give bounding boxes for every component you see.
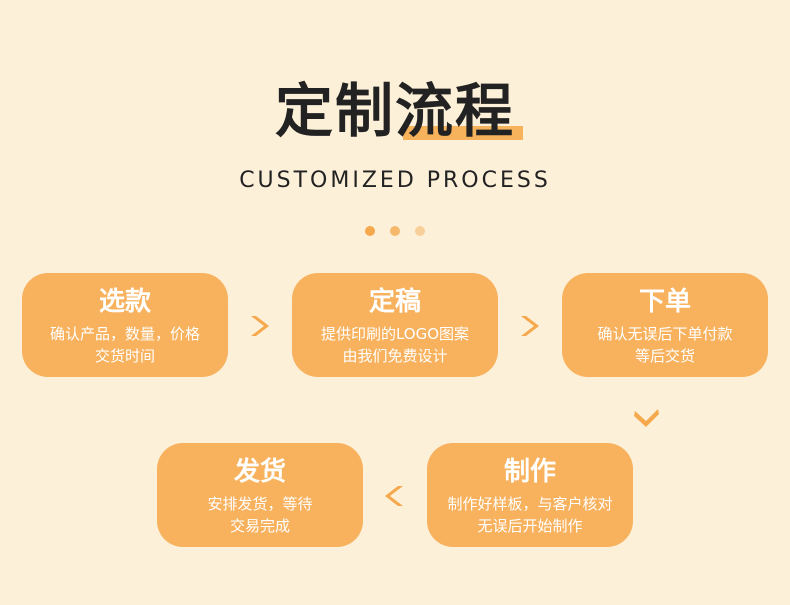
chevron-down-icon [634,409,659,427]
dot-1 [365,226,375,236]
page-title-text: 定制流程 [274,77,515,145]
step-desc-line2: 交易完成 [229,517,290,535]
step-card-order: 下单 确认无误后下单付款 等后交货 [562,273,768,377]
chevron-left-icon [385,486,403,506]
dot-3 [415,226,425,236]
step-title: 发货 [233,457,286,487]
decorative-dots [0,226,790,238]
step-title: 下单 [638,287,691,317]
step-desc-line1: 制作好样板，与客户核对 [447,495,613,513]
step-desc-line2: 无误后开始制作 [477,517,583,535]
step-desc-line2: 交货时间 [94,347,155,365]
page-title: 定制流程 [274,76,523,146]
step-desc-line1: 安排发货，等待 [207,495,313,513]
step-desc-line1: 确认无误后下单付款 [597,325,733,343]
step-title: 制作 [503,457,556,487]
dot-2 [390,226,400,236]
chevron-right-icon [251,316,269,336]
step-title: 定稿 [368,287,421,317]
chevron-right-icon [521,316,539,336]
step-desc-line2: 由我们免费设计 [342,347,448,365]
page-subtitle: CUSTOMIZED PROCESS [239,168,551,193]
step-card-draft: 定稿 提供印刷的LOGO图案 由我们免费设计 [292,273,498,377]
step-card-select: 选款 确认产品，数量，价格 交货时间 [22,273,228,377]
step-desc-line2: 等后交货 [634,347,695,365]
step-desc-line1: 提供印刷的LOGO图案 [320,325,470,343]
title-block: 定制流程 [0,76,790,146]
step-card-shipping: 发货 安排发货，等待 交易完成 [157,443,363,547]
step-desc-line1: 确认产品，数量，价格 [49,325,200,343]
step-card-production: 制作 制作好样板，与客户核对 无误后开始制作 [427,443,633,547]
step-title: 选款 [98,287,151,317]
